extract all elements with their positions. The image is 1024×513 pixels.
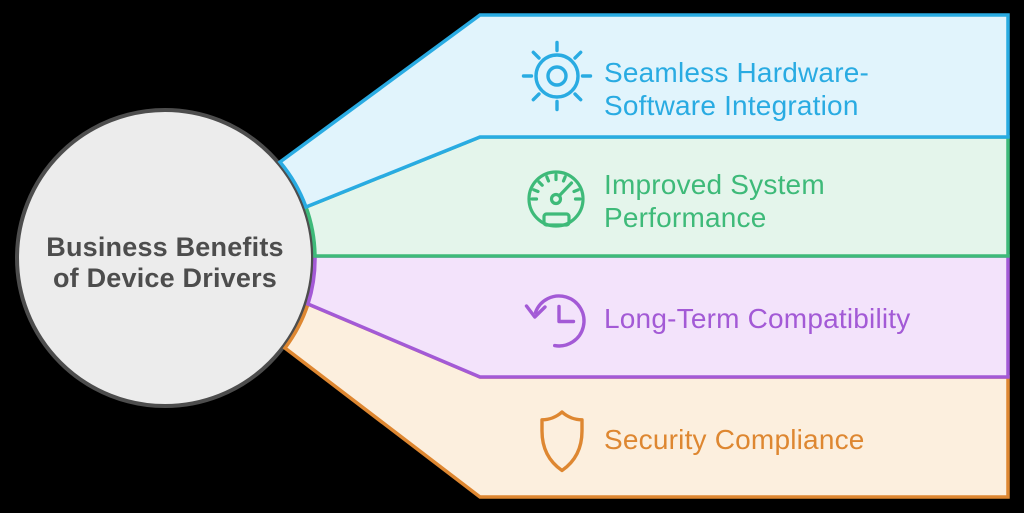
central-node: Business Benefits of Device Drivers [15,108,315,408]
history-clock-icon [524,294,586,348]
benefit-label-performance-line2: Performance [604,202,767,233]
benefit-label-security: Security Compliance [604,424,865,455]
benefit-label-performance-line1: Improved System [604,169,825,200]
speedometer-icon [527,170,585,228]
central-title-line2: of Device Drivers [53,263,277,293]
central-circle [15,108,315,408]
gear-icon [521,40,593,112]
benefit-banner-seamless-integration: Seamless Hardware- Software Integration [277,13,1010,210]
benefit-banner-security-compliance: Security Compliance [282,301,1010,499]
benefit-label-integration-line2: Software Integration [604,90,859,121]
banner-shape-compatibility [305,254,1010,379]
central-title-line1: Business Benefits [46,232,283,262]
banner-shape-integration [277,13,1010,210]
benefit-label-integration-line1: Seamless Hardware- [604,57,869,88]
benefit-banner-long-term-compatibility: Long-Term Compatibility [305,254,1010,379]
benefit-banner-improved-performance: Improved System Performance [303,135,1010,258]
shield-icon [540,410,584,473]
benefit-label-compatibility: Long-Term Compatibility [604,303,911,334]
